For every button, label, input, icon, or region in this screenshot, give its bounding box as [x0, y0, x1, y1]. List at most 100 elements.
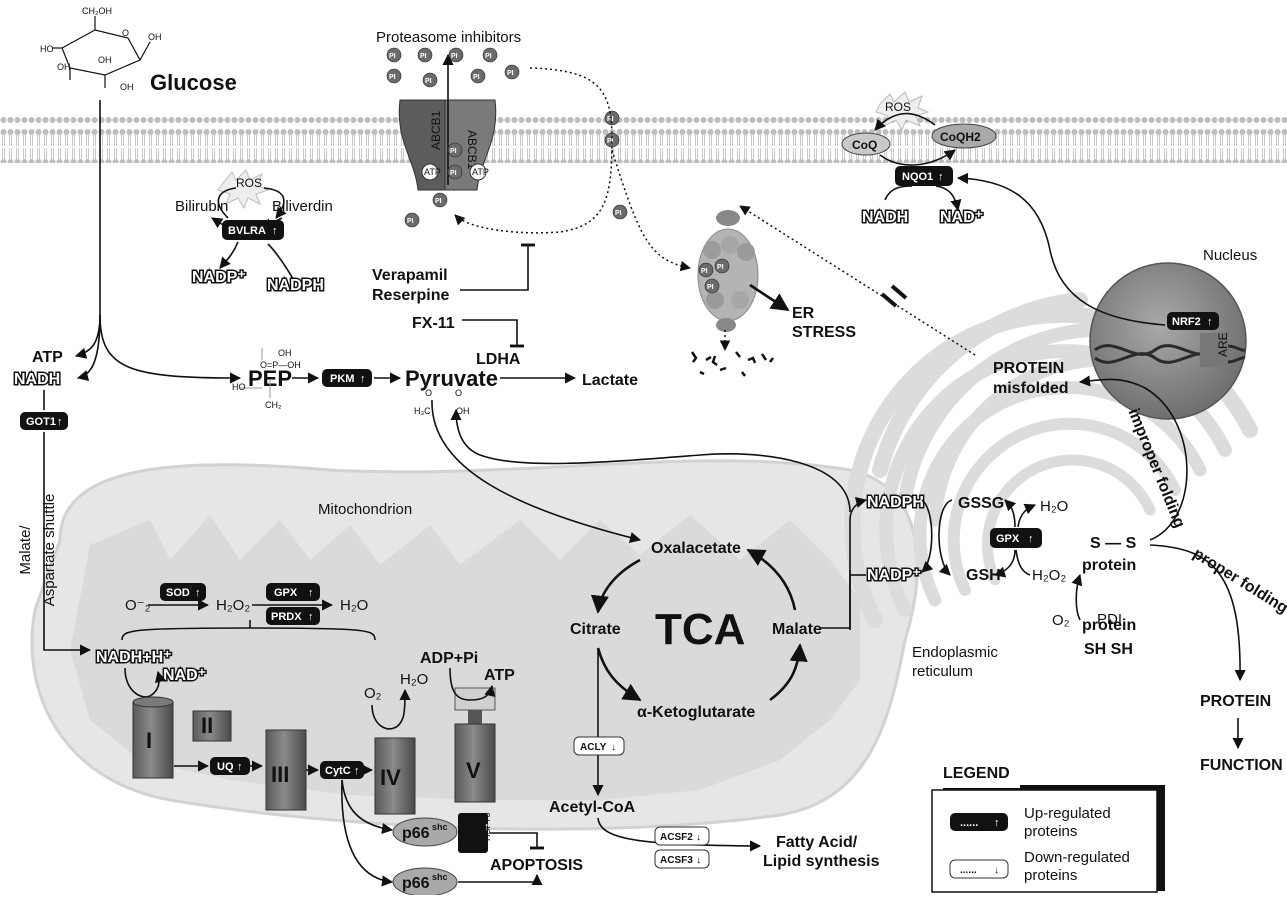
- fatty-acid-label-1: Fatty Acid/: [776, 834, 858, 851]
- ldha-label: LDHA: [476, 351, 521, 368]
- svg-text:......: ......: [960, 865, 977, 876]
- svg-text:III: III: [271, 762, 289, 787]
- svg-text:O: O: [455, 388, 462, 398]
- svg-text:......: ......: [960, 817, 978, 829]
- svg-text:↓: ↓: [696, 855, 701, 866]
- er-stress-label-2: STRESS: [792, 324, 856, 341]
- nadp-plus-label-er: NADP⁺: [867, 567, 921, 584]
- pkm-badge: [322, 369, 372, 387]
- svg-text:ATP: ATP: [424, 167, 441, 177]
- atp-label: ATP: [32, 349, 63, 366]
- complex-i: [132, 696, 174, 779]
- h2o2-label-er: H₂O₂: [1032, 567, 1066, 584]
- acly-badge: [573, 736, 625, 756]
- svg-text:PI: PI: [607, 138, 614, 145]
- svg-text:PI: PI: [473, 74, 480, 81]
- svg-text:O=P—OH: O=P—OH: [260, 360, 301, 370]
- nad-plus-label-mito: NAD⁺: [163, 667, 206, 684]
- svg-text:I: I: [146, 728, 152, 753]
- svg-text:p66: p66: [402, 825, 430, 842]
- pep-structure-icon: OH O=P—OH HO CH₂: [232, 348, 301, 410]
- svg-text:CoQ: CoQ: [852, 138, 877, 152]
- svg-text:PI: PI: [425, 78, 432, 85]
- complex-ii: [192, 710, 232, 742]
- coqh2-ellipse: [931, 123, 997, 149]
- are-block: [1200, 333, 1228, 367]
- legend-title: LEGEND: [943, 765, 1010, 782]
- svg-text:↓: ↓: [994, 865, 999, 876]
- er-translocon-icon: [880, 284, 908, 308]
- svg-text:GPX: GPX: [274, 587, 298, 599]
- svg-text:shc: shc: [432, 822, 448, 832]
- protein-misfolded-label-1: PROTEIN: [993, 360, 1064, 377]
- svg-text:PI: PI: [701, 268, 708, 275]
- prdx-badge: [266, 607, 320, 625]
- abcb1-transporter: ABCB1 ABCB1 ATP ATP PI PI: [398, 53, 497, 191]
- svg-text:PKM: PKM: [330, 373, 354, 385]
- nucleus: [1089, 262, 1247, 420]
- legend-down-sample: [949, 859, 1009, 879]
- svg-text:O: O: [122, 28, 129, 38]
- svg-text:ACSF3: ACSF3: [660, 855, 693, 866]
- svg-text:PI: PI: [507, 70, 514, 77]
- proteasome-inhibitors-label: Proteasome inhibitors: [376, 29, 521, 46]
- svg-text:II: II: [201, 713, 213, 738]
- svg-text:↓: ↓: [696, 832, 701, 843]
- svg-text:↑: ↑: [308, 611, 314, 623]
- nadh-label: NADH: [14, 371, 60, 388]
- function-label: FUNCTION: [1200, 757, 1283, 774]
- svg-text:Down-regulated: Down-regulated: [1024, 849, 1130, 866]
- svg-text:Up-regulated: Up-regulated: [1024, 805, 1111, 822]
- svg-text:PI: PI: [407, 218, 414, 225]
- svg-text:PRDX: PRDX: [271, 611, 302, 623]
- svg-text:PI: PI: [435, 198, 442, 205]
- o2-label-mito: O₂: [364, 685, 382, 702]
- aketoglutarate-label: α-Ketoglutarate: [637, 704, 755, 721]
- svg-text:O: O: [425, 388, 432, 398]
- svg-text:p66: p66: [402, 875, 430, 892]
- gpx-er-badge: [990, 528, 1042, 548]
- malate-label: Malate: [772, 621, 822, 638]
- complex-v: [454, 687, 496, 803]
- h2o2-label-mito: H₂O₂: [216, 597, 250, 614]
- h2o-label-er: H₂O: [1040, 498, 1068, 515]
- nadp-plus-label-top: NADP⁺: [192, 269, 246, 286]
- svg-text:PI: PI: [485, 53, 492, 60]
- atp-label-mito: ATP: [484, 667, 515, 684]
- nad-plus-label-coq: NAD⁺: [940, 209, 983, 226]
- glucose-structure-icon: CH₂OH O OH HO OH OH OH: [40, 6, 162, 92]
- svg-text:OH: OH: [57, 62, 71, 72]
- svg-text:↑: ↑: [484, 821, 490, 833]
- svg-text:OH: OH: [120, 82, 134, 92]
- svg-text:PI: PI: [607, 116, 614, 123]
- tca-label: TCA: [655, 605, 745, 654]
- malate-shuttle-label-1: Malate/: [17, 525, 34, 575]
- svg-text:CoQH2: CoQH2: [940, 130, 981, 144]
- svg-text:ACLY: ACLY: [580, 742, 607, 753]
- proper-folding-label: proper folding: [1190, 545, 1287, 617]
- svg-text:↑: ↑: [57, 416, 63, 428]
- acetylcoa-label: Acetyl-CoA: [549, 799, 636, 816]
- bilirubin-label: Bilirubin: [175, 198, 228, 215]
- pyruvate-label: Pyruvate: [405, 366, 498, 391]
- svg-text:HO: HO: [232, 382, 246, 392]
- nqo1-badge: [895, 166, 953, 186]
- svg-text:proteins: proteins: [1024, 823, 1077, 840]
- nrf2-badge: [1167, 312, 1219, 330]
- svg-text:CH₂: CH₂: [265, 400, 282, 410]
- coq-ellipse: [841, 132, 891, 156]
- ros-label-coq: ROS: [885, 100, 911, 114]
- svg-text:OH: OH: [98, 55, 112, 65]
- er-stress-label-1: ER: [792, 305, 815, 322]
- svg-text:HSP70: HSP70: [482, 812, 492, 841]
- svg-text:ACSF2: ACSF2: [660, 832, 693, 843]
- nrf2-text: NRF2: [1172, 316, 1201, 328]
- svg-text:↑: ↑: [308, 587, 314, 599]
- are-label: ARE: [1216, 332, 1230, 357]
- legend: LEGEND ...... ↑ Up-regulated proteins ..…: [931, 760, 1165, 893]
- h2o-label-iv: H₂O: [400, 671, 428, 688]
- cell-membrane: [0, 117, 1287, 163]
- er-label-1: Endoplasmic: [912, 644, 998, 661]
- protein-reduced-label: protein: [1082, 617, 1136, 634]
